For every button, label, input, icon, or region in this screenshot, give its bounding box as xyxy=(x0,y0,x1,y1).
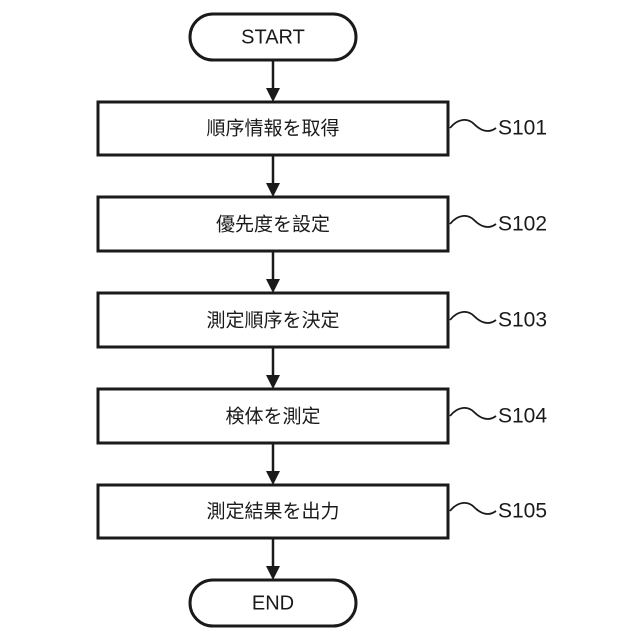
step-label-s103: S103 xyxy=(498,309,547,332)
leader-line-s104 xyxy=(450,408,496,419)
leader-line-s102 xyxy=(450,216,496,227)
process-text-s102: 優先度を設定 xyxy=(216,214,330,236)
arrow-s104-to-s105 xyxy=(266,443,280,485)
process-step-s103: 測定順序を決定 S103 xyxy=(98,293,547,347)
step-label-s101: S101 xyxy=(498,117,547,140)
leader-line-s101 xyxy=(450,120,496,131)
process-text-s105: 測定結果を出力 xyxy=(206,501,339,523)
arrow-s105-to-end xyxy=(266,538,280,580)
process-step-s102: 優先度を設定 S102 xyxy=(98,197,547,251)
arrow-s101-to-s102 xyxy=(266,155,280,197)
process-step-s104: 検体を測定 S104 xyxy=(98,389,547,443)
process-text-s103: 測定順序を決定 xyxy=(206,310,339,332)
start-terminal: START xyxy=(190,14,356,60)
arrow-s102-to-s103 xyxy=(266,251,280,293)
process-step-s105: 測定結果を出力 S105 xyxy=(98,485,547,538)
start-terminal-label: START xyxy=(241,26,305,48)
process-step-s101: 順序情報を取得 S101 xyxy=(98,102,547,155)
leader-line-s105 xyxy=(450,503,496,514)
step-label-s104: S104 xyxy=(498,405,547,428)
step-label-s105: S105 xyxy=(498,500,547,523)
step-label-s102: S102 xyxy=(498,213,547,236)
process-text-s104: 検体を測定 xyxy=(225,406,320,428)
end-terminal-label: END xyxy=(252,592,294,614)
arrow-start-to-s101 xyxy=(266,60,280,102)
arrow-s103-to-s104 xyxy=(266,347,280,389)
process-text-s101: 順序情報を取得 xyxy=(206,118,339,140)
end-terminal: END xyxy=(190,580,356,626)
leader-line-s103 xyxy=(450,312,496,323)
